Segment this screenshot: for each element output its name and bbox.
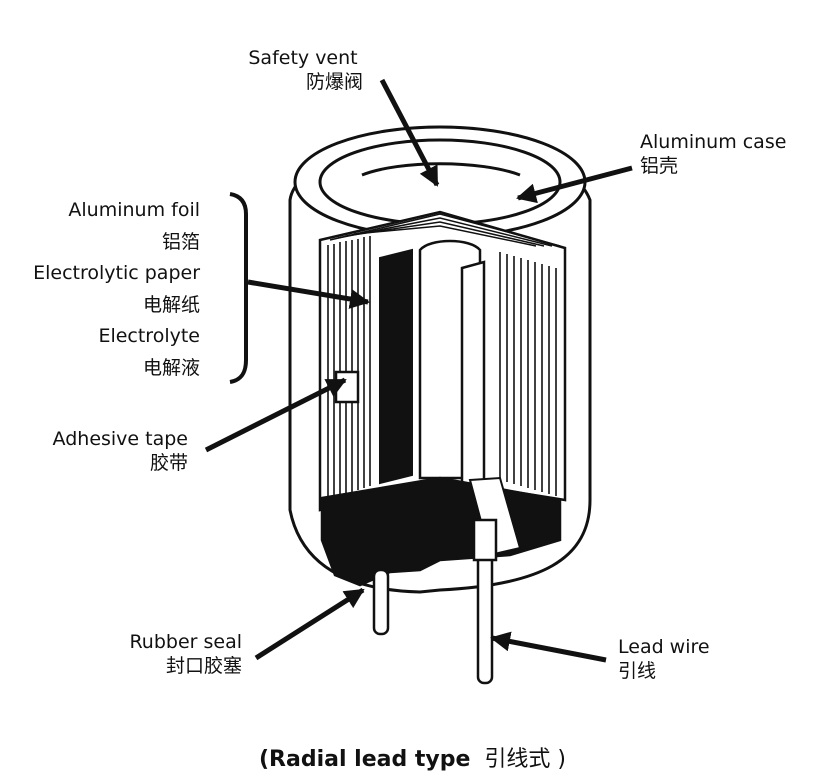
callout-arrows	[204, 78, 633, 663]
label-rubber-seal-en: Rubber seal	[129, 631, 242, 653]
label-aluminum-foil-en: Aluminum foil	[68, 199, 200, 221]
label-electrolytic-paper-cn: 电解纸	[142, 293, 200, 316]
arrow-rubber-seal	[254, 587, 365, 661]
label-rubber-seal-cn: 封口胶塞	[165, 655, 242, 677]
arrow-aluminum-case	[516, 165, 633, 204]
adhesive-tape-patch	[334, 370, 360, 404]
arrow-lead-wire	[490, 631, 607, 663]
label-lead-wire-cn: 引线	[618, 660, 657, 682]
label-safety-vent-cn: 防爆阀	[305, 71, 363, 93]
top-winding-spiral	[329, 213, 561, 247]
inner-lead-tab	[460, 260, 486, 492]
label-adhesive-tape-en: Adhesive tape	[52, 428, 188, 450]
vent-groove	[361, 162, 521, 177]
label-aluminum-foil-cn: 铝箔	[161, 230, 200, 253]
label-rubber-seal: Rubber seal 封口胶塞	[70, 630, 242, 678]
right-winding-layers	[499, 252, 557, 496]
lead-wire-right	[476, 553, 494, 685]
label-safety-vent: Safety vent 防爆阀	[243, 46, 363, 94]
cutaway-interior	[318, 210, 567, 512]
label-winding-group: Aluminum foil 铝箔 Electrolytic paper 电解纸 …	[10, 195, 200, 384]
diagram-caption: (Radial lead type 引线式 )	[0, 741, 825, 773]
label-adhesive-tape-cn: 胶带	[149, 452, 188, 474]
label-aluminum-case-cn: 铝壳	[640, 155, 679, 177]
lead-wire-joint	[472, 518, 498, 562]
label-safety-vent-en: Safety vent	[248, 47, 358, 69]
caption-en: (Radial lead type	[259, 747, 471, 772]
label-adhesive-tape: Adhesive tape 胶带	[20, 427, 188, 475]
left-foil-band	[379, 248, 413, 485]
label-aluminum-case-en: Aluminum case	[640, 131, 787, 153]
arrow-adhesive-tape	[204, 377, 347, 453]
caption-cn: 引线式 )	[484, 747, 566, 772]
arrow-winding	[247, 279, 370, 309]
label-electrolytic-paper-en: Electrolytic paper	[33, 262, 200, 284]
lead-wires	[372, 518, 498, 685]
lead-wire-left	[372, 568, 390, 636]
grouping-bracket	[229, 192, 248, 384]
label-electrolyte-en: Electrolyte	[98, 325, 200, 347]
label-electrolyte-cn: 电解液	[142, 356, 200, 379]
left-winding-layers	[327, 236, 371, 500]
label-lead-wire: Lead wire 引线	[618, 635, 710, 683]
label-aluminum-case: Aluminum case 铝壳	[640, 130, 786, 178]
label-lead-wire-en: Lead wire	[618, 636, 710, 658]
arrow-safety-vent	[379, 78, 440, 187]
